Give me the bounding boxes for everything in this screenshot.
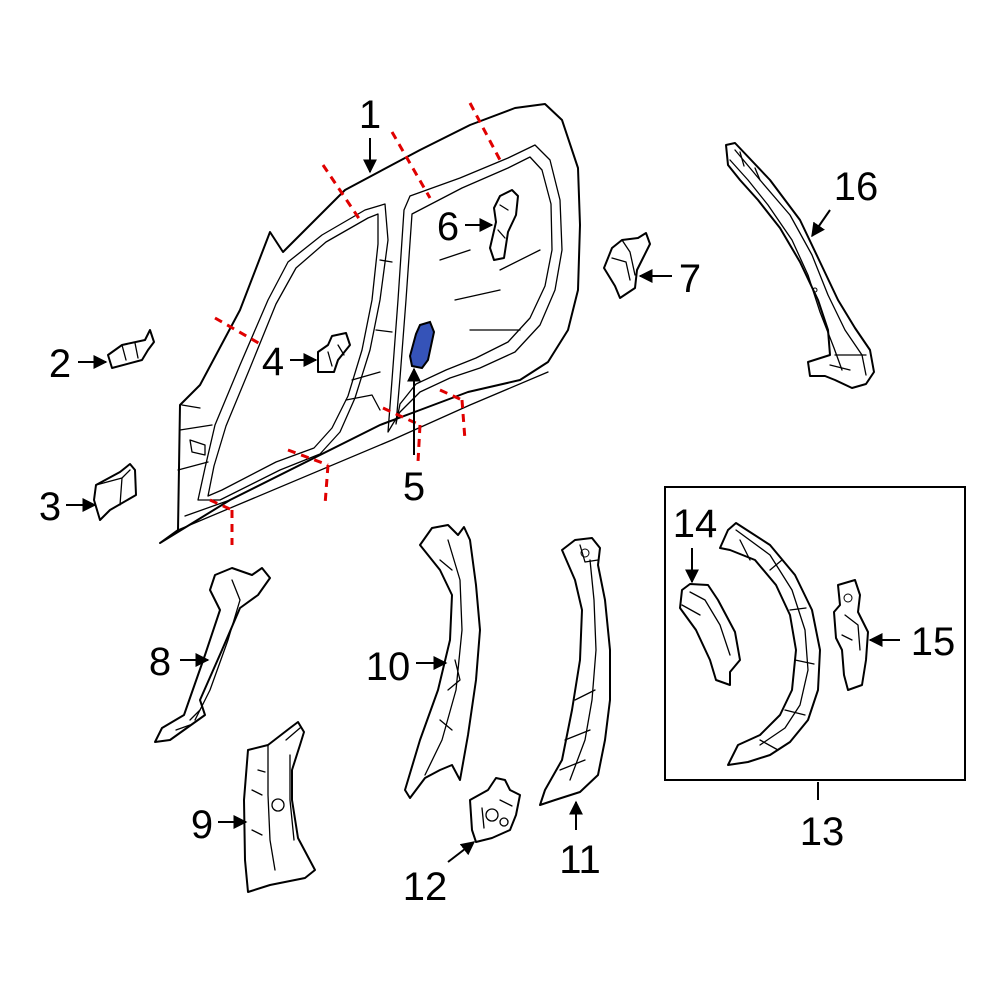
part-7-bracket (603, 232, 651, 299)
group-13-box (664, 486, 966, 781)
callout-2: 2 (49, 342, 71, 386)
part-15-bracket (833, 579, 869, 691)
part-8-pillar-inner (154, 567, 271, 743)
callout-3: 3 (39, 485, 61, 529)
part-10-pillar-reinforcement (404, 524, 481, 799)
callout-8: 8 (149, 640, 171, 684)
part-6-bracket (489, 189, 519, 261)
part-3-bracket (93, 463, 137, 521)
part-5-reinforcement-highlighted (408, 320, 436, 370)
part-1-uniside-panel (159, 103, 581, 544)
part-12-striker-plate (469, 777, 521, 843)
leader-lines (66, 138, 900, 863)
callout-15: 15 (911, 620, 956, 664)
callout-labels: 1 2 3 4 5 6 7 8 9 10 11 12 13 14 15 16 (39, 93, 955, 909)
part-2-bracket (107, 329, 155, 369)
part-13-wheelhouse-arch (719, 522, 821, 766)
callout-13: 13 (800, 810, 845, 854)
callout-9: 9 (191, 803, 213, 847)
part-4-bracket (317, 332, 351, 373)
part-14-bracket (679, 583, 741, 686)
part-16-pillar-reinforcement (725, 142, 875, 389)
callout-14: 14 (673, 502, 718, 546)
callout-6: 6 (437, 205, 459, 249)
part-11-pillar-reinforcement (539, 537, 611, 806)
callout-10: 10 (366, 645, 411, 689)
part-9-pillar-inner (243, 721, 316, 893)
callout-16: 16 (834, 165, 879, 209)
callout-4: 4 (262, 340, 284, 384)
callout-12: 12 (403, 865, 448, 909)
callout-11: 11 (559, 838, 601, 882)
callout-7: 7 (679, 257, 701, 301)
callout-5: 5 (403, 465, 425, 509)
callout-1: 1 (359, 93, 381, 137)
